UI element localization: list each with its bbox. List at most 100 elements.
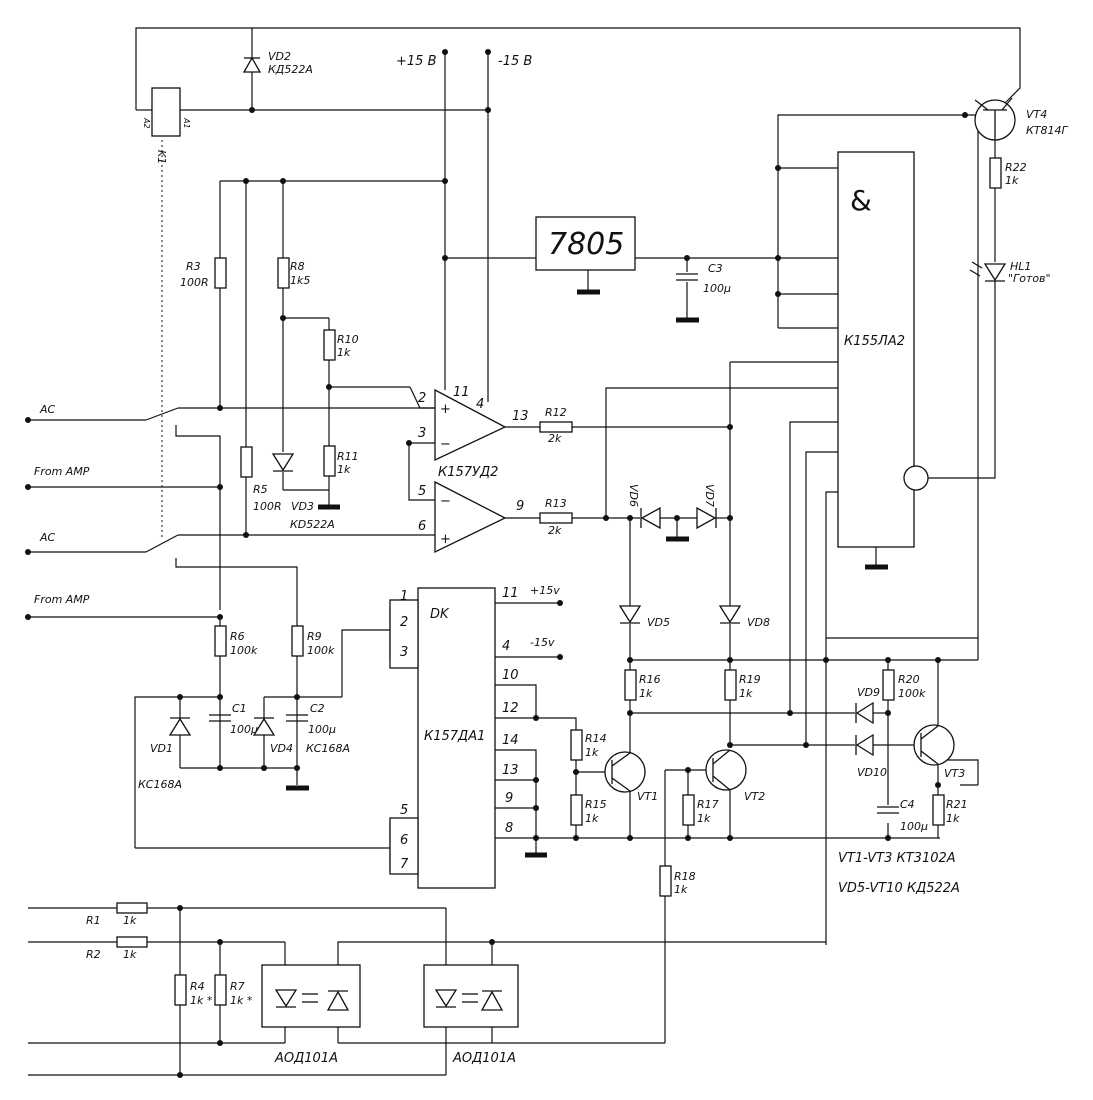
gate-name: К155ЛА2 — [844, 334, 905, 349]
c3-val: 100µ — [703, 282, 731, 295]
c3-ref: C3 — [708, 262, 723, 275]
opamp-pin-3: 3 — [418, 426, 426, 441]
vd5-ref: VD5 — [647, 616, 670, 629]
c1-val: 100µ — [230, 723, 258, 736]
r20-val: 100k — [898, 687, 926, 700]
ic-pin-13: 13 — [502, 763, 519, 778]
r1-ref: R1 — [86, 914, 101, 927]
junction-dots — [25, 49, 968, 1078]
r5-val: 100R — [253, 500, 282, 513]
note-diodes: VD5-VT10 КД522А — [838, 881, 960, 896]
r22-ref: R22 — [1005, 161, 1027, 174]
transistors: VT1 VT2 VT3 VT4 КТ814Г — [604, 97, 1069, 803]
r21-val: 1k — [946, 812, 960, 825]
r1-val: 1k — [123, 914, 137, 927]
ic-name: К157ДА1 — [424, 729, 485, 744]
ground-symbols — [286, 289, 888, 858]
vd7-ref: VD7 — [703, 484, 716, 507]
r19-val: 1k — [739, 687, 753, 700]
r7-val: 1k * — [230, 994, 253, 1007]
ic-pin-5: 5 — [400, 803, 408, 818]
r10-ref: R10 — [337, 333, 359, 346]
vd8-ref: VD8 — [747, 616, 770, 629]
vd1-ref: VD1 — [150, 742, 173, 755]
ic-neg-supply: -15v — [530, 636, 555, 649]
opamp-pin-2: 2 — [418, 391, 426, 406]
r13-val: 2k — [548, 524, 562, 537]
r8-ref: R8 — [290, 260, 305, 273]
vd4-val: КС168А — [306, 742, 350, 755]
r16-ref: R16 — [639, 673, 661, 686]
ic-pin-9: 9 — [505, 791, 513, 806]
input-from-amp-1: From AMP — [34, 465, 90, 478]
opto2-label: АОД101А — [452, 1051, 516, 1066]
r18-val: 1k — [674, 883, 688, 896]
ic-pin-7: 7 — [400, 857, 409, 872]
c2-val: 100µ — [308, 723, 336, 736]
c1-ref: C1 — [232, 702, 247, 715]
input-from-amp-2: From AMP — [34, 593, 90, 606]
supply-positive-label: +15 В — [396, 54, 437, 69]
opamp-pin-9: 9 — [516, 499, 524, 514]
hl1-label: "Готов" — [1008, 272, 1051, 285]
relay-k1-label: K1 — [155, 150, 168, 164]
opamp-pin-11: 11 — [453, 385, 470, 400]
vd3-val: КD522А — [290, 518, 335, 531]
r6-ref: R6 — [230, 630, 245, 643]
vd6-ref: VD6 — [627, 484, 640, 507]
relay-a1-label: A1 — [182, 117, 191, 129]
r12-ref: R12 — [545, 406, 567, 419]
ic-pin-6: 6 — [400, 833, 408, 848]
ic-pin-12: 12 — [502, 701, 519, 716]
r4-val: 1k * — [190, 994, 213, 1007]
r12-val: 2k — [548, 432, 562, 445]
supply-negative-label: -15 В — [498, 54, 532, 69]
schematic-label: + — [440, 402, 451, 417]
vd2-val: КД522А — [268, 63, 313, 76]
regulator-7805: 7805 — [535, 216, 636, 271]
gate-k155la2: & К155ЛА2 — [837, 151, 929, 548]
input-ac-2: AC — [39, 531, 56, 544]
vd9-ref: VD9 — [857, 686, 880, 699]
ic-pin-1: 1 — [400, 589, 408, 604]
ic-pin-10: 10 — [502, 668, 519, 683]
r2-val: 1k — [123, 948, 137, 961]
ic-pos-supply: +15v — [530, 584, 560, 597]
vd4-ref: VD4 — [270, 742, 293, 755]
regulator-label: 7805 — [548, 227, 624, 262]
opamp-name: К157УД2 — [438, 465, 498, 480]
optocouplers: АОД101А АОД101А — [261, 964, 519, 1066]
vd2-ref: VD2 — [268, 50, 291, 63]
diodes: VD3 КD522А VD1 КС168А VD4 КС168А VD6 VD7… — [138, 453, 887, 791]
ic-pin-8: 8 — [505, 821, 513, 836]
gate-symbol: & — [850, 184, 872, 217]
c2-ref: C2 — [310, 702, 325, 715]
relay-a2-label: A2 — [142, 117, 151, 129]
opamp-pin-5: 5 — [418, 484, 426, 499]
vd3-ref: VD3 — [291, 500, 314, 513]
vt3-ref: VT3 — [944, 767, 965, 780]
opamp-pin-4: 4 — [476, 397, 484, 412]
ic-pin-11: 11 — [502, 586, 519, 601]
r17-ref: R17 — [697, 798, 719, 811]
vt1-ref: VT1 — [637, 790, 658, 803]
ic-pin-2: 2 — [400, 615, 408, 630]
input-ac-1: AC — [39, 403, 56, 416]
vt4-ref: VT4 — [1026, 108, 1047, 121]
capacitors: C1 100µ C2 100µ C3 100µ C4 100µ — [209, 262, 928, 833]
r9-ref: R9 — [307, 630, 322, 643]
r20-ref: R20 — [898, 673, 920, 686]
diode-vd2: VD2 КД522А — [242, 50, 313, 76]
r7-ref: R7 — [230, 980, 245, 993]
schematic-label: − — [440, 437, 451, 452]
vt4-val: КТ814Г — [1026, 124, 1069, 137]
c4-val: 100µ — [900, 820, 928, 833]
ic-pin-14: 14 — [502, 733, 519, 748]
r3-ref: R3 — [186, 260, 201, 273]
r10-val: 1k — [337, 346, 351, 359]
c4-ref: C4 — [900, 798, 915, 811]
r11-val: 1k — [337, 463, 351, 476]
r4-ref: R4 — [190, 980, 205, 993]
ic-pin-4: 4 — [502, 639, 510, 654]
r6-val: 100k — [230, 644, 258, 657]
